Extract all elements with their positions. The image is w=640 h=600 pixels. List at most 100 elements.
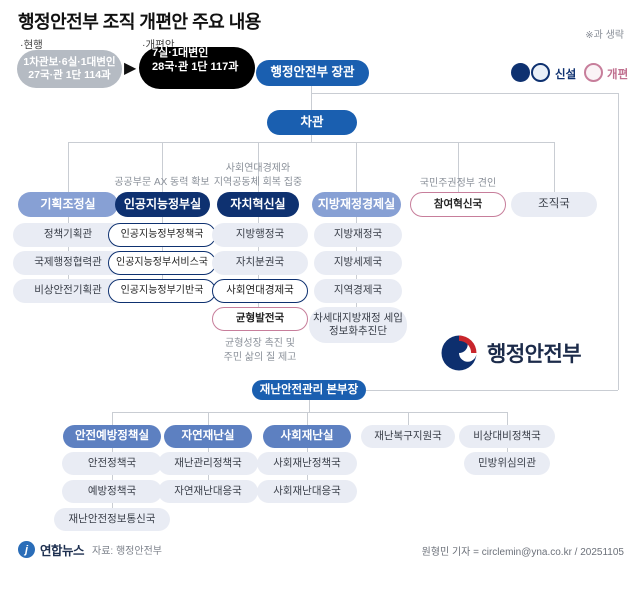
connector-line	[68, 142, 69, 192]
connector-line	[258, 275, 259, 279]
connector-line	[208, 448, 209, 452]
connector-line	[112, 412, 507, 413]
connector-line	[112, 412, 113, 425]
connector-line	[307, 475, 308, 480]
bureau-pill: 인공지능정부서비스국	[108, 251, 216, 275]
connector-line	[112, 475, 113, 480]
current-structure-pill: 1차관보·6실·1대변인 27국·관 1단 114과	[17, 50, 122, 88]
division-pill: 기획조정실	[18, 192, 118, 217]
bureau-pill: 비상안전기획관	[13, 279, 123, 303]
connector-line	[112, 448, 113, 452]
current-structure-line2: 27국·관 1단 114과	[28, 69, 111, 81]
annotation-social-line1: 사회연대경제와	[225, 163, 291, 174]
bureau-pill: 자연재난대응국	[158, 480, 258, 503]
connector-line	[458, 142, 459, 192]
connector-line	[507, 412, 508, 425]
connector-line	[366, 390, 618, 391]
division-pill: 자연재난실	[164, 425, 252, 448]
dsm-head-pill: 재난안전관리 본부장	[252, 380, 366, 400]
connector-line	[311, 135, 312, 142]
bureau-pill: 예방정책국	[62, 480, 162, 503]
bureau-pill: 사회재난대응국	[257, 480, 357, 503]
legend-new-label: 신설	[555, 69, 577, 81]
division-pill: 사회재난실	[263, 425, 351, 448]
bureau-pill: 지방세제국	[314, 251, 402, 275]
division-pill: 자치혁신실	[217, 192, 299, 217]
connector-line	[208, 412, 209, 425]
bureau-pill: 인공지능정부정책국	[108, 223, 216, 247]
bureau-pill: 국제행정협력관	[13, 251, 123, 275]
annotation-balance-line2: 주민 삶의 질 제고	[223, 351, 297, 363]
bureau-pill: 안전정책국	[62, 452, 162, 475]
bureau-pill: 차세대지방재정 세입정보화추진단	[309, 307, 407, 343]
mois-logo-text: 행정안전부	[487, 343, 582, 366]
annotation-ai: 공공부문 AX 동력 확보	[114, 177, 210, 188]
connector-line	[356, 303, 357, 307]
connector-line	[356, 247, 357, 251]
connector-line	[307, 412, 308, 425]
division-pill: 재난복구지원국	[361, 425, 455, 448]
connector-line	[162, 142, 163, 192]
connector-line	[68, 142, 554, 143]
current-label: ·현행	[20, 39, 43, 51]
source-text: 자료: 행정안전부	[92, 546, 162, 557]
vice-minister-pill: 차관	[267, 110, 357, 135]
connector-line	[258, 303, 259, 307]
connector-line	[356, 142, 357, 192]
legend-new-filled-icon	[511, 63, 530, 82]
bureau-pill: 민방위심의관	[464, 452, 550, 475]
bureau-pill: 정책기획관	[13, 223, 123, 247]
legend-reorg-icon	[584, 63, 603, 82]
bureau-pill: 균형발전국	[212, 307, 308, 331]
bureau-pill: 사회연대경제국	[212, 279, 308, 303]
annotation-social: 사회연대경제와 지역공동체 회복 집중	[196, 162, 320, 189]
connector-line	[356, 217, 357, 223]
connector-line	[408, 412, 409, 425]
division-pill: 조직국	[511, 192, 597, 217]
annotation-participation: 국민주권정부 견인	[419, 178, 497, 189]
bureau-pill: 자치분권국	[212, 251, 308, 275]
connector-line	[68, 247, 69, 251]
connector-line	[356, 275, 357, 279]
omission-note: ※과 생략	[585, 30, 624, 41]
bureau-pill: 지방재정국	[314, 223, 402, 247]
revised-structure-line1: 7실·1대변인	[152, 47, 209, 59]
connector-line	[307, 448, 308, 452]
credit-text: 원형민 기자 = circlemin@yna.co.kr / 20251105	[421, 547, 624, 558]
division-pill: 비상대비정책국	[459, 425, 555, 448]
connector-line	[258, 247, 259, 251]
annotation-balance: 균형성장 촉진 및 주민 삶의 질 제고	[196, 337, 324, 364]
current-structure-line1: 1차관보·6실·1대변인	[23, 55, 116, 68]
bureau-pill: 인공지능정부기반국	[108, 279, 216, 303]
connector-line	[112, 503, 113, 508]
mois-logo: 행정안전부	[440, 334, 582, 372]
footer-left: j 연합뉴스 자료: 행정안전부	[18, 540, 162, 559]
bureau-pill: 지역경제국	[314, 279, 402, 303]
bureau-pill: 재난관리정책국	[158, 452, 258, 475]
connector-line	[618, 93, 619, 390]
division-pill: 참여혁신국	[410, 192, 506, 217]
connector-line	[162, 217, 163, 223]
connector-line	[554, 142, 555, 192]
division-pill: 안전예방정책실	[63, 425, 161, 448]
bureau-pill: 재난안전정보통신국	[54, 508, 170, 531]
connector-line	[162, 247, 163, 251]
division-pill: 인공지능정부실	[115, 192, 210, 217]
connector-line	[258, 142, 259, 192]
mois-emblem-icon	[441, 335, 477, 371]
yonhap-name: 연합뉴스	[40, 544, 85, 558]
yonhap-logo-icon: j	[18, 541, 35, 558]
connector-line	[162, 275, 163, 279]
connector-line	[208, 475, 209, 480]
connector-line	[68, 217, 69, 223]
revised-structure-pill: 7실·1대변인 28국·관 1단 117과	[139, 47, 255, 89]
legend-reorg-label: 개편	[607, 69, 629, 81]
connector-line	[258, 217, 259, 223]
revised-structure-line2: 28국·관 1단 117과	[152, 60, 239, 73]
annotation-balance-line1: 균형성장 촉진 및	[225, 338, 295, 349]
division-pill: 지방재정경제실	[312, 192, 401, 217]
connector-line	[311, 86, 312, 110]
bureau-pill: 지방행정국	[212, 223, 308, 247]
annotation-social-line2: 지역공동체 회복 집중	[213, 176, 303, 188]
